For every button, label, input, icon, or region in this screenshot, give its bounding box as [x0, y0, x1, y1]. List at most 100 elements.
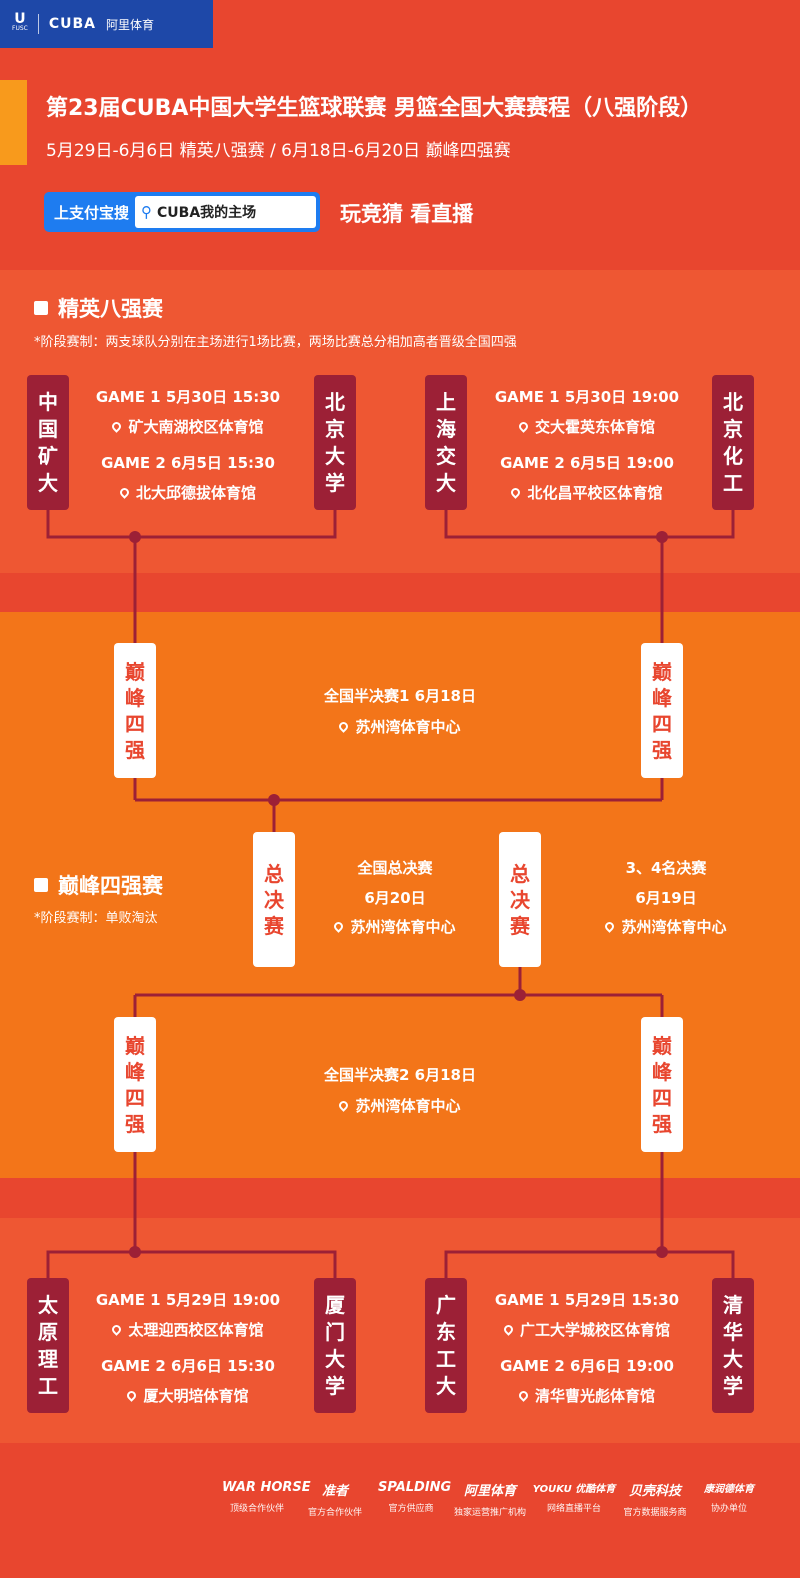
venue-name: 苏州湾体育中心: [355, 718, 461, 736]
sponsor-caption: 协办单位: [710, 1504, 747, 1514]
sponsor-logo: 准者 官方合作伙伴: [302, 1480, 368, 1518]
sponsor-row: WAR HORSE 顶级合作伙伴 准者 官方合作伙伴 SPALDING 官方供应…: [0, 1480, 800, 1540]
team-char: 大: [38, 470, 58, 495]
semi1-title: 全国半决赛1 6月18日: [324, 687, 476, 705]
team-char: 清: [723, 1292, 743, 1317]
team-char: 学: [325, 1373, 345, 1398]
team-char: 大: [436, 1373, 456, 1398]
sponsor-logo: WAR HORSE 顶级合作伙伴: [222, 1480, 311, 1514]
location-pin-icon: [118, 486, 131, 499]
title-accent-bar: [0, 80, 27, 165]
team-char: 厦: [325, 1292, 345, 1317]
elite8-heading-text: 精英八强赛: [58, 297, 163, 321]
team-char: 上: [436, 389, 456, 414]
team-char: 工: [38, 1373, 58, 1398]
venue-name: 交大霍英东体育馆: [534, 418, 655, 436]
team-char: 原: [38, 1319, 58, 1344]
team-char: 海: [436, 416, 456, 441]
page-subtitle: 5月29日-6月6日 精英八强赛 / 6月18日-6月20日 巅峰四强赛: [46, 141, 511, 161]
sponsor-name: 准者: [321, 1484, 348, 1499]
venue-name: 北化昌平校区体育馆: [527, 484, 663, 502]
team-char: 北: [325, 389, 345, 414]
venue-name: 太理迎西校区体育馆: [128, 1321, 264, 1339]
final-venue: 苏州湾体育中心: [300, 916, 490, 937]
location-pin-icon: [332, 920, 346, 933]
round-label-box: 巅 峰 四 强: [641, 1017, 683, 1152]
sponsor-name: 贝壳科技: [628, 1484, 681, 1499]
location-pin-icon: [337, 720, 351, 733]
sponsor-caption: 官方供应商: [388, 1504, 434, 1514]
game-time: GAME 2 6月5日 15:30: [101, 454, 275, 472]
location-pin-icon: [337, 1099, 351, 1112]
final-char: 总: [510, 861, 530, 886]
elite8-band-top: [0, 270, 800, 573]
fusc-logo-text: FUSC: [12, 25, 28, 32]
game-time: GAME 1 5月29日 19:00: [95, 1291, 281, 1309]
team-char: 工: [436, 1346, 456, 1371]
round-char: 巅: [125, 659, 145, 684]
venue: 厦大明培体育馆: [78, 1385, 298, 1406]
third-place-date: 6月19日: [635, 889, 697, 907]
cuba-logo: CUBA: [48, 16, 96, 32]
venue: 广工大学城校区体育馆: [477, 1319, 697, 1340]
team-char: 北: [723, 389, 743, 414]
team-char: 广: [436, 1292, 456, 1317]
round-char: 巅: [125, 1033, 145, 1058]
sponsor-logo: 阿里体育 独家运营推广机构: [450, 1480, 530, 1518]
final-char: 决: [510, 887, 530, 912]
semi2-title: 全国半决赛2 6月18日: [324, 1066, 476, 1084]
location-pin-icon: [125, 1389, 139, 1402]
sponsor-caption: 顶级合作伙伴: [229, 1504, 284, 1514]
round-label-box: 巅 峰 四 强: [641, 643, 683, 778]
game-time: GAME 1 5月29日 15:30: [494, 1291, 680, 1309]
sponsor-logo: 康润德体育 协办单位: [696, 1480, 762, 1514]
location-pin-icon: [517, 420, 530, 433]
team-box: 北 京 大 学: [314, 375, 356, 510]
team-char: 大: [325, 1346, 345, 1371]
game-time: GAME 2 6月5日 19:00: [500, 454, 674, 472]
game-time: GAME 2 6月6日 19:00: [500, 1357, 674, 1375]
venue: 北大邱德拔体育馆: [78, 482, 298, 503]
round-char: 强: [125, 1111, 145, 1136]
sponsor-caption: 官方合作伙伴: [307, 1508, 362, 1518]
sponsor-name: 康润德体育: [704, 1484, 754, 1495]
venue-name: 清华曹光彪体育馆: [534, 1387, 655, 1405]
round-char: 峰: [652, 1059, 672, 1084]
round-char: 巅: [652, 659, 672, 684]
third-place-venue: 苏州湾体育中心: [566, 916, 766, 937]
venue-name: 矿大南湖校区体育馆: [128, 418, 264, 436]
team-char: 矿: [38, 443, 58, 468]
final-char: 赛: [510, 913, 530, 938]
game-time: GAME 2 6月6日 15:30: [101, 1357, 275, 1375]
fusc-logo: U FUSC: [12, 11, 28, 34]
sponsor-logo: 贝壳科技 官方数据服务商: [622, 1480, 688, 1518]
third-place-title: 3、4名决赛: [625, 859, 707, 877]
final4-heading: 巅峰四强赛: [34, 870, 163, 900]
team-box: 上 海 交 大: [425, 375, 467, 510]
venue-name: 厦大明培体育馆: [143, 1387, 249, 1405]
team-char: 华: [723, 1319, 743, 1344]
team-box: 中 国 矿 大: [27, 375, 69, 510]
location-pin-icon: [110, 1323, 124, 1336]
square-bullet-icon: [34, 878, 48, 892]
search-input-value: CUBA我的主场: [157, 205, 257, 221]
team-char: 太: [38, 1292, 58, 1317]
fusc-logo-mark: U: [14, 11, 26, 27]
round-char: 峰: [125, 1059, 145, 1084]
sponsor-name: WAR HORSE: [222, 1480, 311, 1495]
venue-name: 苏州湾体育中心: [621, 918, 727, 936]
page-title: 第23届CUBA中国大学生篮球联赛 男篮全国大赛赛程（八强阶段）: [46, 96, 703, 121]
game-time: GAME 1 5月30日 19:00: [494, 388, 680, 406]
round-char: 峰: [652, 685, 672, 710]
round-char: 峰: [125, 685, 145, 710]
alipay-search-banner[interactable]: 上支付宝搜 ⚲ CUBA我的主场: [44, 192, 320, 232]
team-box: 太 原 理 工: [27, 1278, 69, 1413]
round-label-box: 巅 峰 四 强: [114, 1017, 156, 1152]
sponsor-caption: 官方数据服务商: [623, 1508, 687, 1518]
venue: 矿大南湖校区体育馆: [78, 416, 298, 437]
team-box: 北 京 化 工: [712, 375, 754, 510]
search-input[interactable]: ⚲ CUBA我的主场: [135, 196, 316, 228]
venue: 清华曹光彪体育馆: [477, 1385, 697, 1406]
round-char: 四: [125, 711, 145, 736]
